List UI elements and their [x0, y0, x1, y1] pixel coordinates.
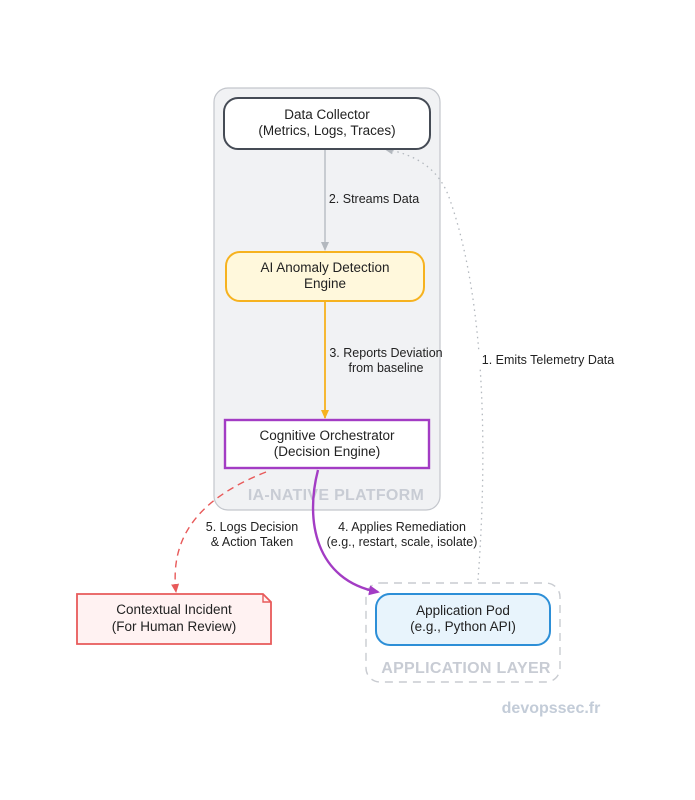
node-cognitive-orchestrator: Cognitive Orchestrator (Decision Engine) [223, 418, 431, 470]
edge-label-remediation-1: 4. Applies Remediation [338, 520, 466, 534]
edge-label-logs-1: 5. Logs Decision [206, 520, 298, 534]
edge-label-logs-2: & Action Taken [211, 535, 294, 549]
node-contextual-incident: Contextual Incident (For Human Review) [76, 593, 272, 645]
node-ai-anomaly-engine-line-2: Engine [304, 276, 346, 291]
node-contextual-incident-line-2: (For Human Review) [112, 619, 237, 634]
edge-label-telemetry: 1. Emits Telemetry Data [482, 353, 615, 367]
node-application-pod-line-1: Application Pod [416, 603, 510, 618]
edge-label-streams: 2. Streams Data [329, 192, 419, 206]
edge-label-reports-1: 3. Reports Deviation [329, 346, 442, 360]
edge-reports: 3. Reports Deviation from baseline [321, 302, 443, 419]
cluster-platform-label: IA-NATIVE PLATFORM [248, 487, 424, 504]
cluster-application-label: APPLICATION LAYER [381, 660, 551, 677]
node-contextual-incident-line-1: Contextual Incident [116, 602, 232, 617]
edge-label-reports-2: from baseline [348, 361, 423, 375]
edge-telemetry: 1. Emits Telemetry Data [384, 146, 623, 581]
watermark: devopssec.fr [502, 700, 601, 717]
edge-streams: 2. Streams Data [321, 150, 419, 251]
edge-logs: 5. Logs Decision & Action Taken [171, 471, 298, 593]
node-ai-anomaly-engine: AI Anomaly Detection Engine [225, 251, 425, 302]
node-cognitive-orchestrator-line-1: Cognitive Orchestrator [259, 428, 395, 443]
node-data-collector-line-2: (Metrics, Logs, Traces) [258, 123, 395, 138]
node-cognitive-orchestrator-line-2: (Decision Engine) [274, 444, 381, 459]
node-data-collector: Data Collector (Metrics, Logs, Traces) [223, 97, 431, 150]
node-data-collector-line-1: Data Collector [284, 107, 370, 122]
node-application-pod-line-2: (e.g., Python API) [410, 619, 516, 634]
edge-remediation: 4. Applies Remediation (e.g., restart, s… [311, 469, 478, 596]
node-ai-anomaly-engine-line-1: AI Anomaly Detection [260, 260, 389, 275]
cluster-application: APPLICATION LAYER [365, 582, 561, 683]
node-application-pod: Application Pod (e.g., Python API) [375, 593, 551, 646]
edge-label-remediation-2: (e.g., restart, scale, isolate) [327, 535, 478, 549]
